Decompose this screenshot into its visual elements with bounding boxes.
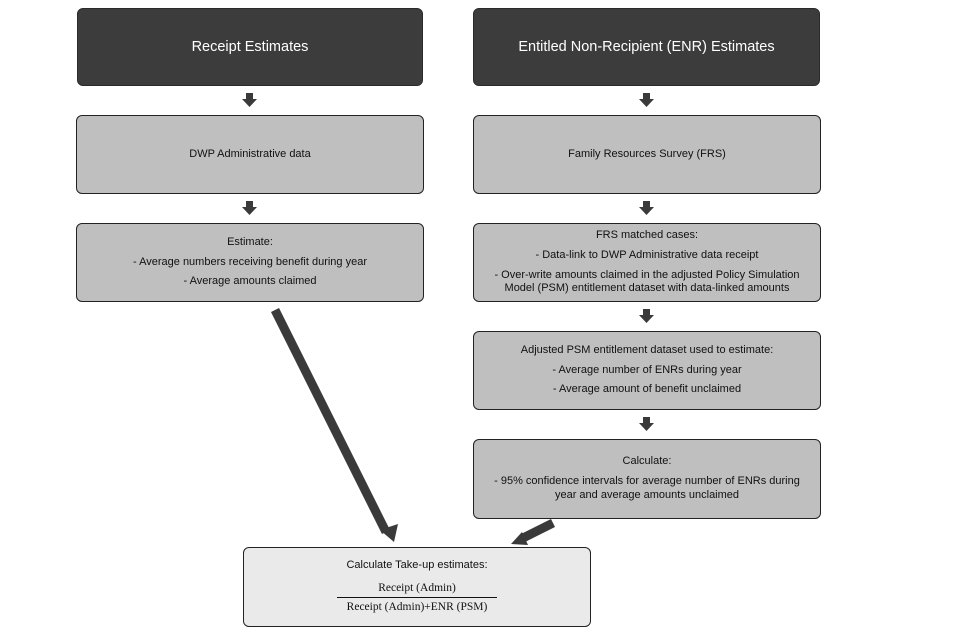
dwp-admin-data-label: DWP Administrative data	[189, 147, 311, 160]
receipt-estimates-title: Receipt Estimates	[191, 38, 309, 55]
calculate-title: Calculate:	[622, 455, 672, 468]
estimate-box: Estimate: - Average numbers receiving be…	[76, 223, 424, 302]
arrow-receipt-to-dwp	[242, 93, 257, 107]
arrow-estimate-to-takeup	[270, 307, 398, 542]
calculate-item: year and average amounts unclaimed	[554, 488, 740, 501]
frs-matched-item: - Over-write amounts claimed in the adju…	[494, 268, 800, 281]
fraction-bar	[337, 597, 497, 599]
formula-numerator: Receipt (Admin)	[378, 582, 456, 594]
estimate-item: - Average amounts claimed	[183, 275, 317, 288]
receipt-estimates-header: Receipt Estimates	[77, 8, 423, 86]
takeup-formula: Receipt (Admin) Receipt (Admin)+ENR (PSM…	[337, 581, 497, 615]
arrow-psm-to-calculate	[639, 417, 654, 431]
frs-label: Family Resources Survey (FRS)	[568, 147, 726, 160]
formula-denominator: Receipt (Admin)+ENR (PSM)	[346, 601, 488, 614]
frs-box: Family Resources Survey (FRS)	[473, 115, 821, 194]
frs-matched-item: Model (PSM) entitlement dataset with dat…	[504, 282, 790, 295]
enr-estimates-title: Entitled Non-Recipient (ENR) Estimates	[518, 38, 775, 55]
adjusted-psm-item: - Average number of ENRs during year	[552, 363, 742, 376]
enr-estimates-header: Entitled Non-Recipient (ENR) Estimates	[473, 8, 820, 86]
adjusted-psm-box: Adjusted PSM entitlement dataset used to…	[473, 331, 821, 410]
arrow-dwp-to-estimate	[242, 201, 257, 215]
takeup-estimates-box: Calculate Take-up estimates: Receipt (Ad…	[243, 547, 591, 627]
frs-matched-item: - Data-link to DWP Administrative data r…	[535, 248, 759, 261]
frs-matched-box: FRS matched cases: - Data-link to DWP Ad…	[473, 223, 821, 302]
arrow-calculate-to-takeup	[511, 518, 556, 545]
calculate-box: Calculate: - 95% confidence intervals fo…	[473, 439, 821, 519]
arrow-enr-to-frs	[639, 93, 654, 107]
adjusted-psm-title: Adjusted PSM entitlement dataset used to…	[520, 343, 774, 356]
arrow-frs-to-matched	[639, 201, 654, 215]
arrow-matched-to-psm	[639, 309, 654, 323]
estimate-title: Estimate:	[227, 235, 273, 248]
adjusted-psm-item: - Average amount of benefit unclaimed	[552, 383, 742, 396]
calculate-item: - 95% confidence intervals for average n…	[494, 475, 800, 488]
dwp-admin-data-box: DWP Administrative data	[76, 115, 424, 194]
takeup-title: Calculate Take-up estimates:	[346, 559, 488, 572]
estimate-item: - Average numbers receiving benefit duri…	[133, 255, 367, 268]
frs-matched-title: FRS matched cases:	[595, 229, 699, 241]
